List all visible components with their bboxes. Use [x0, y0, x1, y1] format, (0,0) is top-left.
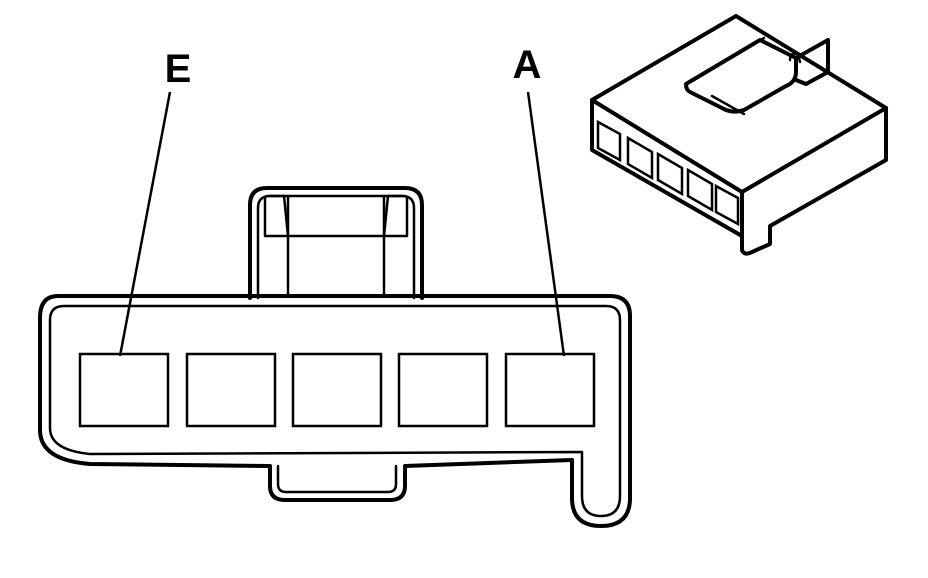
iso-cavity-4 — [686, 167, 714, 213]
cavity-b — [397, 352, 489, 428]
cavity-d — [185, 352, 277, 428]
iso-cavity-3 — [656, 151, 684, 197]
leader-line-e — [118, 91, 172, 357]
connector-isometric-view — [590, 14, 888, 256]
iso-terminal-cavities — [596, 119, 740, 227]
locking-latch — [248, 186, 424, 300]
cavity-a — [504, 352, 596, 428]
iso-locking-latch — [684, 36, 830, 116]
connector-housing — [38, 294, 632, 528]
leader-line-a — [526, 91, 566, 357]
cavity-e — [78, 352, 170, 428]
iso-cavity-1 — [596, 119, 622, 163]
terminal-cavities — [78, 352, 596, 428]
cavity-c — [291, 352, 383, 428]
pin-label-a: A — [513, 43, 542, 87]
pin-label-e: E — [165, 47, 192, 91]
connector-face-view: E A — [38, 43, 632, 528]
iso-cavity-2 — [626, 135, 654, 181]
iso-cavity-5 — [714, 183, 740, 227]
